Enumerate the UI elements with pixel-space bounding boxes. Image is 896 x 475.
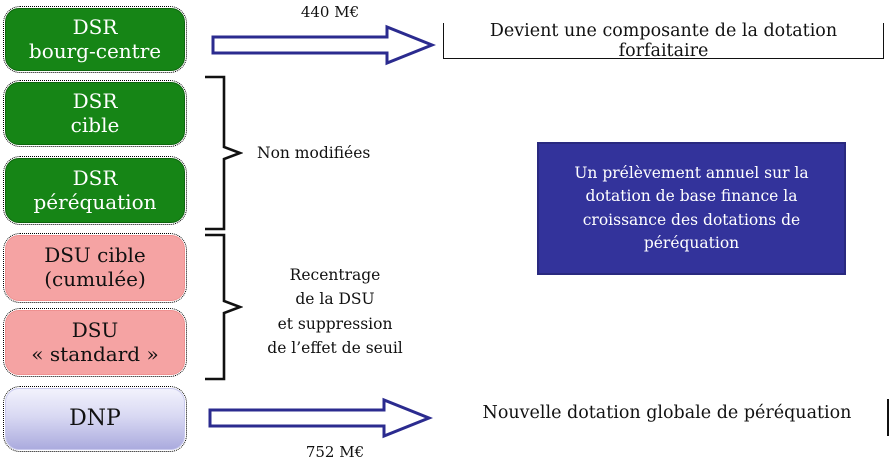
arrow-top-amount: 440 M€ <box>300 3 360 21</box>
box-dsr-bourg-centre: DSR bourg-centre <box>3 6 187 73</box>
box-dsu-standard-label: DSU « standard » <box>5 310 185 375</box>
box-dnp-label: DNP <box>5 388 185 450</box>
box-dnp: DNP <box>3 386 187 452</box>
right-border-line <box>887 399 889 436</box>
arrow-top-right-icon <box>211 24 436 66</box>
arrow-bottom-right-icon <box>208 397 433 439</box>
box-dsr-perequation-label: DSR péréquation <box>5 158 185 223</box>
prelevement-annuel-panel: Un prélèvement annuel sur la dotation de… <box>537 142 846 275</box>
box-dsu-cible: DSU cible (cumulée) <box>3 233 187 303</box>
devient-composante-box: Devient une composante de la dotation fo… <box>443 21 884 61</box>
nouvelle-dotation-label: Nouvelle dotation globale de péréquation <box>482 403 852 423</box>
box-dsr-cible-label: DSR cible <box>5 82 185 145</box>
label-recentrage-dsu: Recentrage de la DSU et suppression de l… <box>267 266 403 358</box>
brace-dsu-group <box>205 233 243 381</box>
box-dsr-bourg-centre-label: DSR bourg-centre <box>5 8 185 71</box>
box-dsr-perequation: DSR péréquation <box>3 156 187 225</box>
box-dsr-cible: DSR cible <box>3 80 187 147</box>
label-non-modifiees: Non modifiées <box>257 144 371 162</box>
box-dsu-standard: DSU « standard » <box>3 308 187 377</box>
brace-dsr-group <box>205 75 243 231</box>
box-dsu-cible-label: DSU cible (cumulée) <box>5 235 185 301</box>
arrow-bottom-amount: 752 M€ <box>305 443 365 461</box>
